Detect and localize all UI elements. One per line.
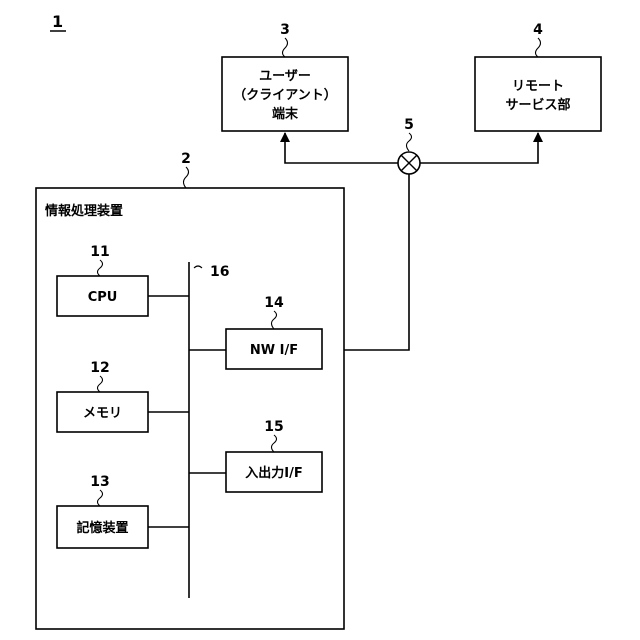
network-to-remote-service-arrow [420, 133, 538, 163]
io-if-label: 入出力I/F [245, 465, 302, 481]
user-terminal-ref: 3 [280, 22, 290, 38]
memory-label: メモリ [83, 406, 122, 421]
figure-number: 1 [52, 12, 63, 31]
network-leader [407, 133, 412, 151]
nw-if-label: NW I/F [250, 343, 298, 358]
memory-ref: 12 [90, 360, 109, 376]
user-terminal-label-line3: 端末 [272, 106, 299, 122]
remote-service: リモート サービス部 [475, 57, 601, 131]
user-terminal: ユーザー （クライアント） 端末 [222, 57, 348, 131]
network-node [398, 152, 420, 174]
info-device-ref: 2 [181, 151, 191, 167]
cpu-ref: 11 [90, 244, 109, 260]
remote-service-leader [536, 38, 541, 57]
remote-service-box [475, 57, 601, 131]
io-if-ref: 15 [264, 419, 283, 435]
storage-label: 記憶装置 [76, 520, 128, 536]
user-terminal-label-line2: （クライアント） [233, 87, 336, 103]
storage-ref: 13 [90, 474, 109, 490]
network-ref: 5 [404, 117, 414, 133]
cpu-label: CPU [88, 290, 118, 305]
network-to-user-terminal-arrow [285, 133, 398, 163]
remote-service-label-line2: サービス部 [505, 97, 570, 113]
nw-if-ref: 14 [264, 295, 284, 311]
info-device-label: 情報処理装置 [45, 203, 123, 219]
user-terminal-leader [283, 38, 288, 57]
remote-service-ref: 4 [533, 22, 543, 38]
info-device-leader [184, 167, 189, 188]
user-terminal-label-line1: ユーザー [259, 69, 311, 84]
remote-service-label-line1: リモート [512, 79, 564, 94]
bus-ref: 16 [210, 264, 229, 280]
